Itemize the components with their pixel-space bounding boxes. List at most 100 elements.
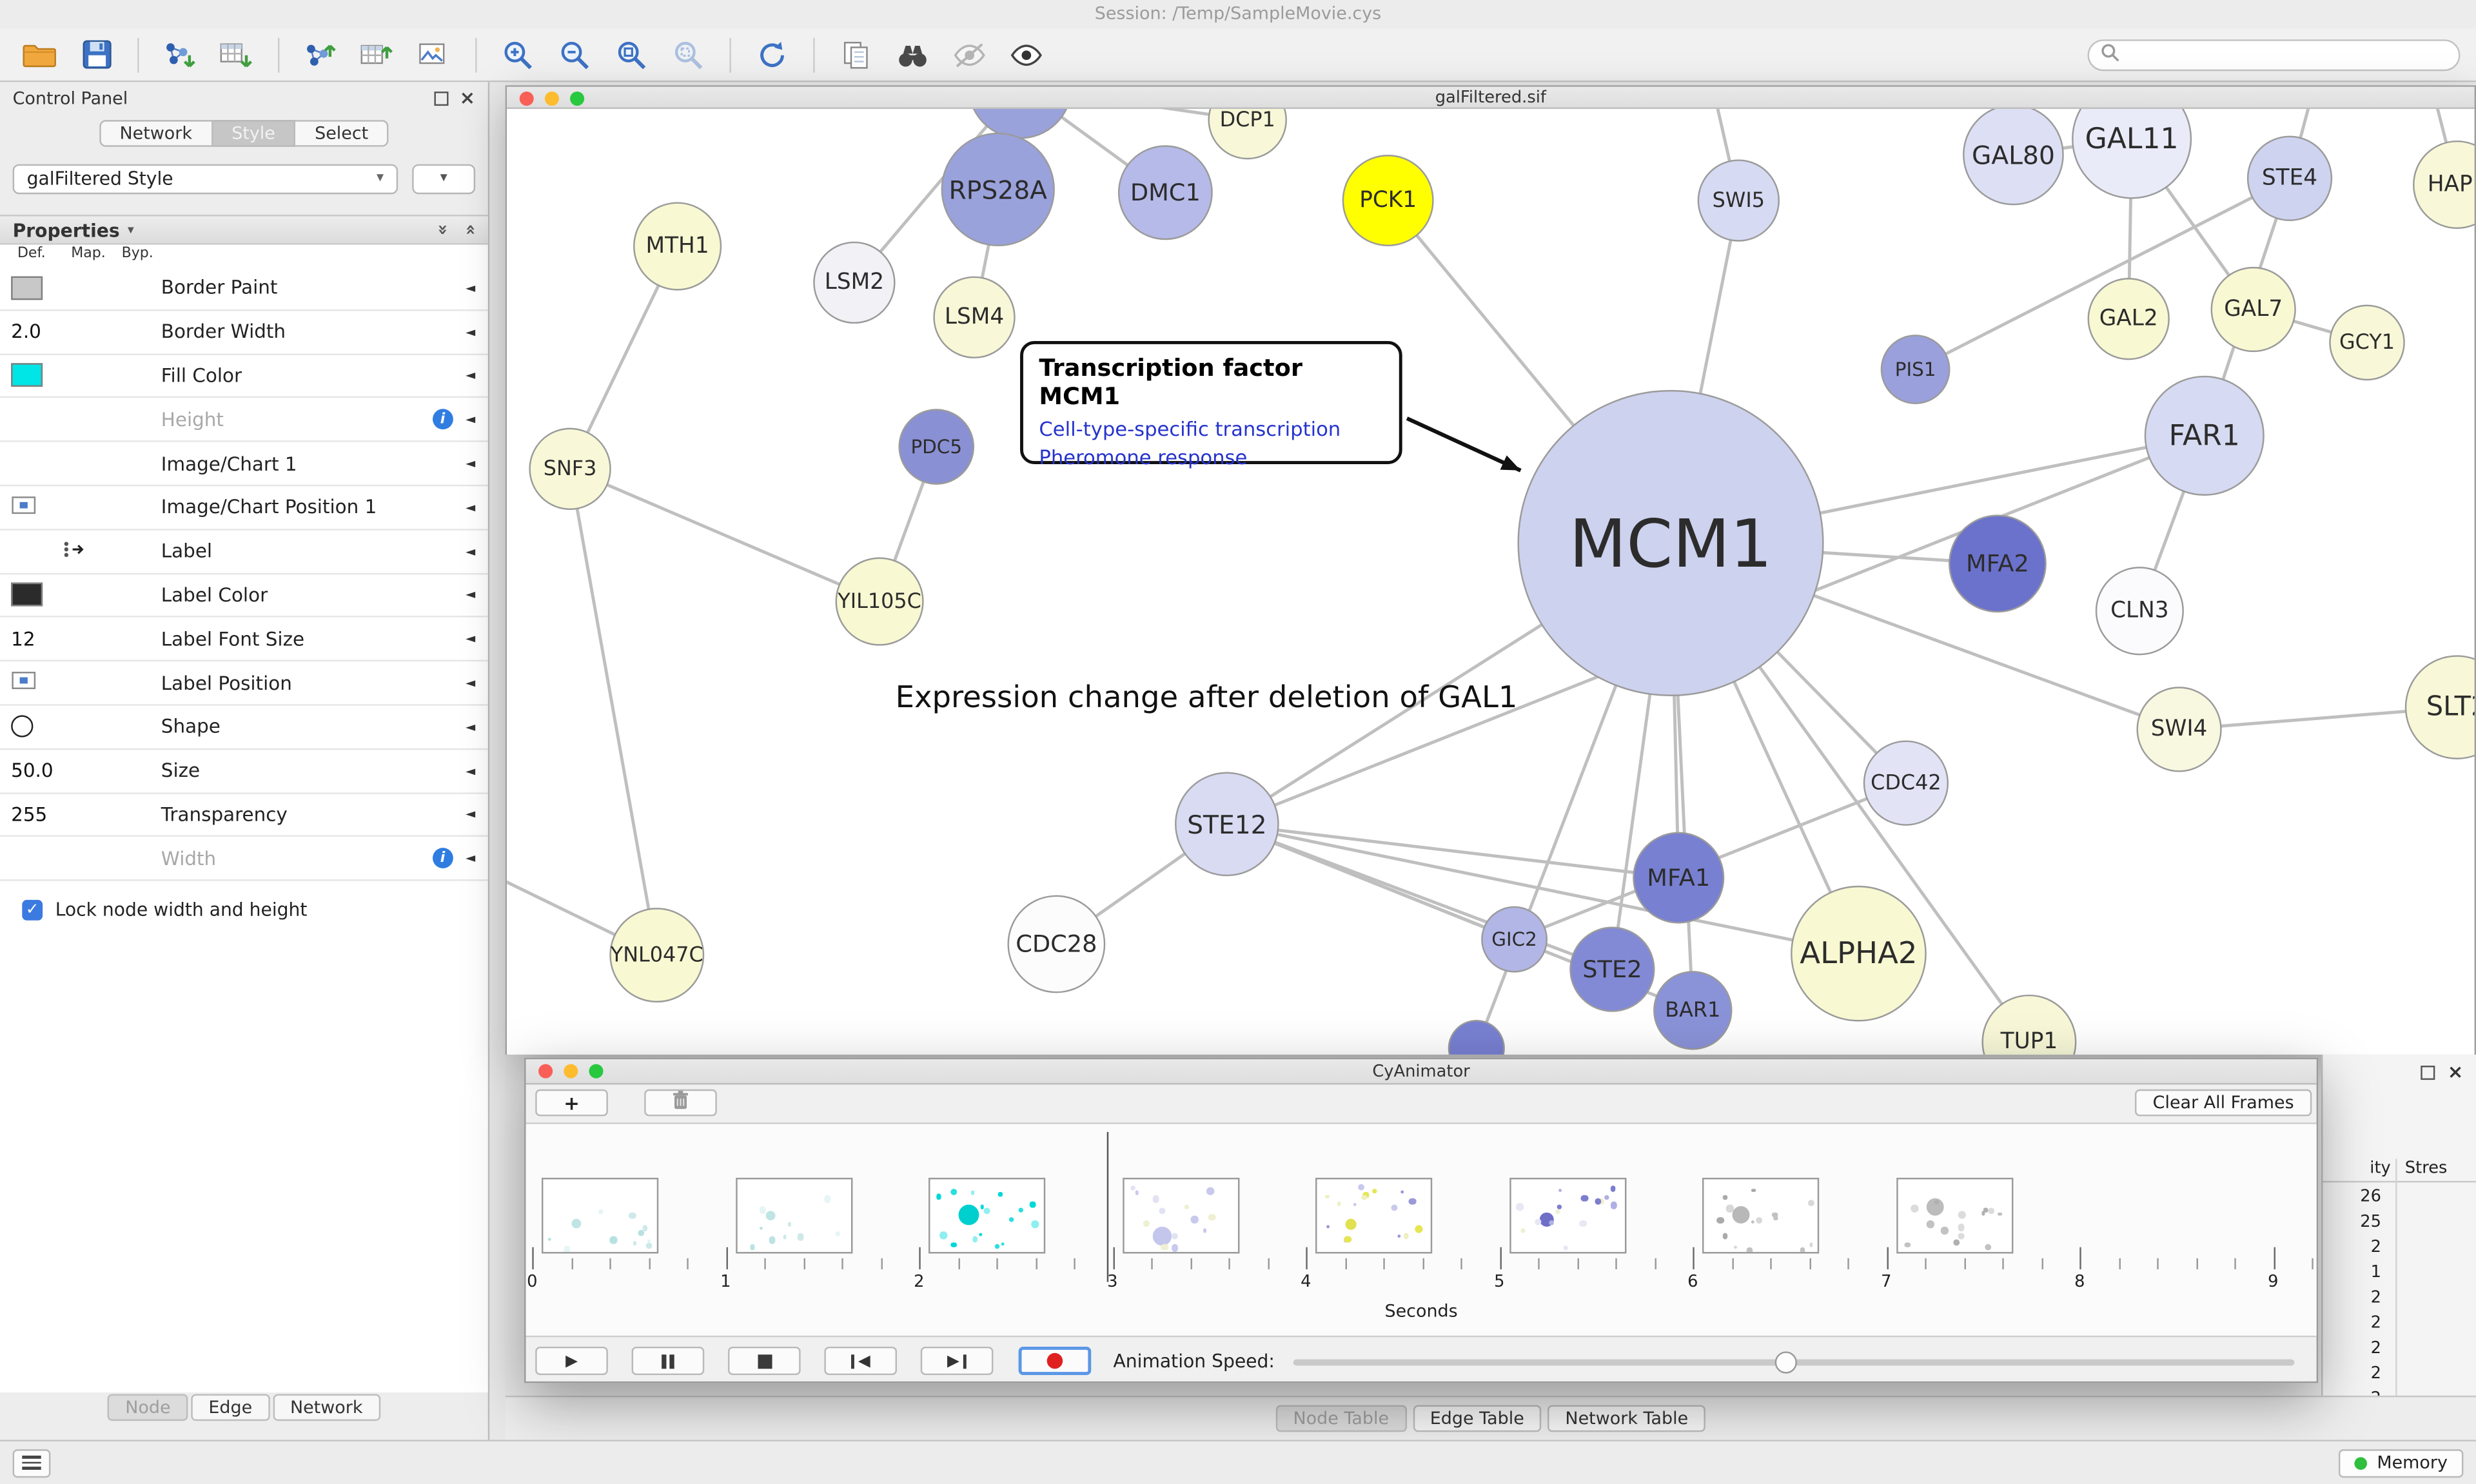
minimize-window-icon[interactable]	[544, 92, 559, 106]
network-node[interactable]: MTH1	[633, 202, 722, 291]
frame-thumbnail[interactable]	[1896, 1177, 2013, 1254]
collapse-arrow-icon[interactable]: ◄	[466, 851, 476, 866]
frame-thumbnail[interactable]	[1315, 1177, 1433, 1254]
property-row[interactable]: Label Position◄	[0, 662, 488, 706]
default-value-cell[interactable]	[0, 276, 50, 300]
lock-checkbox[interactable]: ✓	[22, 899, 43, 920]
property-row[interactable]: Shape◄	[0, 706, 488, 750]
frame-thumbnail[interactable]	[542, 1177, 659, 1254]
frame-thumbnail[interactable]	[1122, 1177, 1239, 1254]
slider-handle[interactable]	[1774, 1351, 1797, 1373]
network-node[interactable]: STE12	[1175, 772, 1279, 877]
animation-speed-slider[interactable]	[1293, 1351, 2295, 1373]
network-window-titlebar[interactable]: galFiltered.sif	[507, 86, 2475, 109]
collapse-arrow-icon[interactable]: ◄	[466, 544, 476, 559]
properties-header[interactable]: Properties ▾ » »	[0, 215, 488, 245]
frame-thumbnail[interactable]	[735, 1177, 852, 1254]
collapse-arrow-icon[interactable]: ◄	[466, 807, 476, 822]
style-dropdown[interactable]: galFiltered Style ▾	[12, 163, 398, 194]
export-image-icon[interactable]	[411, 34, 458, 75]
expand-all-icon[interactable]: »	[432, 224, 453, 236]
network-node[interactable]: GCY1	[2329, 304, 2405, 381]
cyanimator-titlebar[interactable]: CyAnimator	[526, 1059, 2317, 1085]
open-session-icon[interactable]	[15, 34, 63, 75]
tab-network[interactable]: Network	[99, 120, 213, 147]
default-value-cell[interactable]	[0, 671, 50, 695]
default-value-cell[interactable]	[0, 496, 50, 520]
property-row[interactable]: Image/Chart Position 1◄	[0, 486, 488, 531]
property-row[interactable]: Fill Color◄	[0, 355, 488, 399]
zoom-fit-icon[interactable]	[608, 34, 655, 75]
mapping-cell[interactable]	[50, 540, 101, 563]
tab-edge-table[interactable]: Edge Table	[1412, 1405, 1542, 1432]
style-options-button[interactable]: ▾	[412, 163, 476, 194]
play-button[interactable]: ▶	[535, 1346, 608, 1376]
collapse-arrow-icon[interactable]: ◄	[466, 324, 476, 339]
tab-edge[interactable]: Edge	[191, 1394, 270, 1421]
network-node[interactable]: GAL7	[2210, 266, 2296, 353]
export-table-icon[interactable]	[354, 34, 401, 75]
float-panel-icon[interactable]	[2421, 1064, 2435, 1079]
save-session-icon[interactable]	[73, 34, 120, 75]
property-row[interactable]: Label Color◄	[0, 574, 488, 618]
collapse-arrow-icon[interactable]: ◄	[466, 500, 476, 515]
annotation-link[interactable]: Cell-type-specific transcription	[1039, 416, 1341, 441]
binoculars-icon[interactable]	[889, 34, 936, 75]
delete-frame-button[interactable]	[644, 1089, 717, 1117]
collapse-arrow-icon[interactable]: ◄	[466, 368, 476, 383]
network-node[interactable]: SWI5	[1697, 159, 1780, 242]
network-node[interactable]: FAR1	[2144, 375, 2265, 496]
network-node[interactable]: YNL047C	[609, 908, 705, 1003]
task-history-button[interactable]	[12, 1448, 51, 1478]
network-node[interactable]: GIC2	[1481, 906, 1548, 973]
maximize-window-icon[interactable]	[589, 1064, 604, 1079]
collapse-arrow-icon[interactable]: ◄	[466, 719, 476, 734]
default-value-cell[interactable]	[0, 583, 50, 607]
collapse-arrow-icon[interactable]: ◄	[466, 676, 476, 690]
info-icon[interactable]: i	[432, 848, 453, 869]
network-node[interactable]: CDC42	[1863, 740, 1949, 826]
collapse-arrow-icon[interactable]: ◄	[466, 588, 476, 603]
network-node[interactable]: LSM2	[813, 241, 896, 324]
property-row[interactable]: Border Paint◄	[0, 267, 488, 311]
zoom-selected-icon[interactable]	[665, 34, 712, 75]
network-node[interactable]: PIS1	[1880, 335, 1950, 404]
annotation-link[interactable]: Pheromone response	[1039, 445, 1248, 469]
copy-icon[interactable]	[832, 34, 879, 75]
network-node[interactable]: SNF3	[529, 427, 611, 511]
collapse-arrow-icon[interactable]: ◄	[466, 763, 476, 778]
collapse-all-icon[interactable]: »	[459, 224, 480, 236]
annotation-callout[interactable]: Transcription factor MCM1 Cell-type-spec…	[1020, 340, 1402, 469]
network-node[interactable]: STE4	[2246, 135, 2333, 221]
close-panel-icon[interactable]: ×	[459, 86, 476, 108]
tab-select[interactable]: Select	[295, 120, 389, 147]
tab-network-table[interactable]: Network Table	[1548, 1405, 1706, 1432]
collapse-arrow-icon[interactable]: ◄	[466, 456, 476, 471]
collapse-arrow-icon[interactable]: ◄	[466, 280, 476, 295]
network-node[interactable]: DMC1	[1117, 145, 1213, 240]
network-node[interactable]: PDC5	[898, 409, 975, 485]
tab-network-style[interactable]: Network	[273, 1394, 380, 1421]
pause-button[interactable]	[631, 1346, 705, 1376]
refresh-icon[interactable]	[749, 34, 796, 75]
tab-style[interactable]: Style	[212, 120, 296, 147]
info-icon[interactable]: i	[432, 409, 453, 430]
network-node[interactable]: YIL105C	[835, 557, 924, 646]
network-canvas[interactable]: Transcription factor MCM1 Cell-type-spec…	[507, 108, 2475, 1055]
network-node[interactable]: CLN3	[2095, 567, 2184, 656]
frame-thumbnail[interactable]	[1509, 1177, 1626, 1254]
frame-thumbnail[interactable]	[1702, 1177, 1820, 1254]
import-table-icon[interactable]	[213, 34, 260, 75]
zoom-in-icon[interactable]	[495, 34, 542, 75]
search-box[interactable]	[2087, 39, 2461, 70]
network-node[interactable]: SWI4	[2136, 687, 2222, 772]
network-node[interactable]: MCM1	[1517, 389, 1824, 697]
playhead[interactable]	[1106, 1131, 1109, 1282]
collapse-arrow-icon[interactable]: ◄	[466, 412, 476, 427]
record-button[interactable]	[1018, 1346, 1092, 1376]
close-panel-icon[interactable]: ×	[2447, 1060, 2464, 1082]
